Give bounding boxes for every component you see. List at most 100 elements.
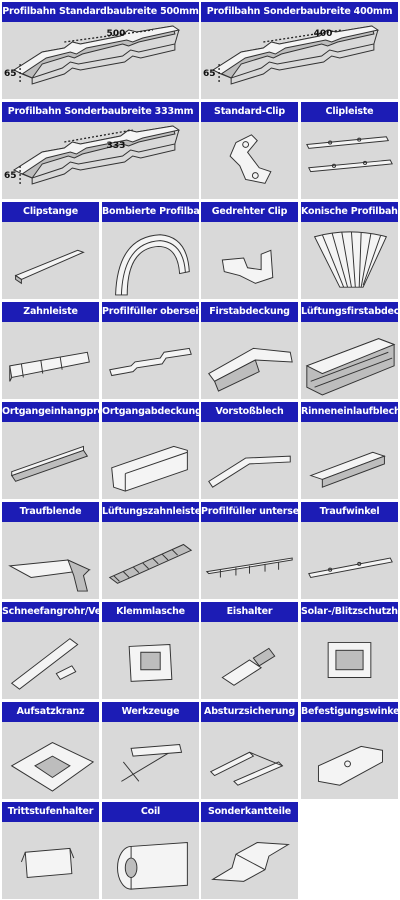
product-tile-14[interactable]: Ortgangeinhangprofil — [2, 402, 99, 499]
vented-ridge-cover-icon[interactable] — [301, 322, 398, 399]
front-sheet-icon[interactable] — [201, 422, 298, 499]
product-tile-title[interactable]: Profilbahn Standardbaubreite 500mm — [2, 2, 199, 22]
product-tile-13[interactable]: Lüftungsfirstabdeckung — [301, 302, 398, 399]
product-tile-12[interactable]: Firstabdeckung — [201, 302, 298, 399]
panel-height-value: 65 — [203, 69, 216, 79]
profile-filler-bottom-icon[interactable] — [201, 522, 298, 599]
vented-tooth-strip-icon[interactable] — [102, 522, 199, 599]
product-tile-title[interactable]: Absturzsicherung — [201, 702, 298, 722]
product-tile-title[interactable]: Traufwinkel — [301, 502, 398, 522]
fall-protection-icon[interactable] — [201, 722, 298, 799]
product-tile-28[interactable]: Absturzsicherung — [201, 702, 298, 799]
product-tile-29[interactable]: Befestigungswinkel — [301, 702, 398, 799]
product-tile-32[interactable]: Sonderkantteile — [201, 802, 298, 899]
product-tile-27[interactable]: Werkzeuge — [102, 702, 199, 799]
panel-height-value: 65 — [4, 171, 17, 181]
profile-filler-top-icon[interactable] — [102, 322, 199, 399]
product-tile-title[interactable]: Standard-Clip — [201, 102, 298, 122]
product-tile-title[interactable]: Aufsatzkranz — [2, 702, 99, 722]
tooth-strip-icon[interactable] — [2, 322, 99, 399]
clip-strip-icon[interactable] — [301, 122, 398, 199]
product-tile-3[interactable]: Profilbahn Sonderbaubreite 333mm 333 65 — [2, 102, 199, 199]
product-tile-19[interactable]: Lüftungszahnleiste — [102, 502, 199, 599]
product-tile-10[interactable]: Zahnleiste — [2, 302, 99, 399]
solar-lightning-holder-icon[interactable] — [301, 622, 398, 699]
product-tile-1[interactable]: Profilbahn Standardbaubreite 500mm 500 6… — [2, 2, 199, 99]
product-tile-18[interactable]: Traufblende — [2, 502, 99, 599]
product-tile-title[interactable]: Lüftungsfirstabdeckung — [301, 302, 398, 322]
special-folded-parts-icon[interactable] — [201, 822, 298, 899]
product-tile-title[interactable]: Trittstufenhalter — [2, 802, 99, 822]
product-tile-17[interactable]: Rinneneinlaufblech — [301, 402, 398, 499]
panel-width-value: 400 — [314, 29, 333, 39]
product-tile-title[interactable]: Profilbahn Sonderbaubreite 333mm — [2, 102, 199, 122]
product-tile-title[interactable]: Profilfüller oberseitig — [102, 302, 199, 322]
product-tile-4[interactable]: Standard-Clip — [201, 102, 298, 199]
panel-height-value: 65 — [4, 69, 17, 79]
snow-guard-tube-icon[interactable] — [2, 622, 99, 699]
roof-panel-333-icon[interactable]: 333 65 — [2, 122, 199, 199]
product-tile-20[interactable]: Profilfüller unterseitig — [201, 502, 298, 599]
product-tile-title[interactable]: Ortgangeinhangprofil — [2, 402, 99, 422]
product-tile-title[interactable]: Coil — [102, 802, 199, 822]
product-tile-15[interactable]: Ortgangabdeckung — [102, 402, 199, 499]
product-tile-25[interactable]: Solar-/Blitzschutzhalter — [301, 602, 398, 699]
product-tile-30[interactable]: Trittstufenhalter — [2, 802, 99, 899]
ice-holder-icon[interactable] — [201, 622, 298, 699]
step-holder-icon[interactable] — [2, 822, 99, 899]
product-tile-7[interactable]: Bombierte Profilbahn — [102, 202, 199, 299]
coil-icon[interactable] — [102, 822, 199, 899]
product-tile-26[interactable]: Aufsatzkranz — [2, 702, 99, 799]
twisted-clip-icon[interactable] — [201, 222, 298, 299]
product-tile-title[interactable]: Sonderkantteile — [201, 802, 298, 822]
mounting-collar-icon[interactable] — [2, 722, 99, 799]
product-tile-21[interactable]: Traufwinkel — [301, 502, 398, 599]
verge-hanger-profile-icon[interactable] — [2, 422, 99, 499]
product-tile-title[interactable]: Profilbahn Sonderbaubreite 400mm — [201, 2, 398, 22]
product-tile-31[interactable]: Coil — [102, 802, 199, 899]
product-tile-title[interactable]: Bombierte Profilbahn — [102, 202, 199, 222]
roof-panel-500-icon[interactable]: 500 65 — [2, 22, 199, 99]
product-tile-9[interactable]: Konische Profilbahn — [301, 202, 398, 299]
roof-panel-400-icon[interactable]: 400 65 — [201, 22, 398, 99]
product-tile-8[interactable]: Gedrehter Clip — [201, 202, 298, 299]
product-tile-23[interactable]: Klemmlasche — [102, 602, 199, 699]
gutter-inlet-sheet-icon[interactable] — [301, 422, 398, 499]
ridge-cover-icon[interactable] — [201, 322, 298, 399]
conical-panel-icon[interactable] — [301, 222, 398, 299]
product-tile-title[interactable]: Zahnleiste — [2, 302, 99, 322]
product-tile-title[interactable]: Schneefangrohr/Verbinder — [2, 602, 99, 622]
product-tile-title[interactable]: Solar-/Blitzschutzhalter — [301, 602, 398, 622]
product-tile-title[interactable]: Befestigungswinkel — [301, 702, 398, 722]
eaves-angle-icon[interactable] — [301, 522, 398, 599]
product-tile-title[interactable]: Lüftungszahnleiste — [102, 502, 199, 522]
product-tile-title[interactable]: Klemmlasche — [102, 602, 199, 622]
product-tile-title[interactable]: Rinneneinlaufblech — [301, 402, 398, 422]
product-tile-title[interactable]: Eishalter — [201, 602, 298, 622]
product-tile-title[interactable]: Ortgangabdeckung — [102, 402, 199, 422]
product-tile-16[interactable]: Vorstoßblech — [201, 402, 298, 499]
product-tile-24[interactable]: Eishalter — [201, 602, 298, 699]
clamp-tab-icon[interactable] — [102, 622, 199, 699]
product-tile-title[interactable]: Clipstange — [2, 202, 99, 222]
product-tile-title[interactable]: Clipleiste — [301, 102, 398, 122]
product-tile-title[interactable]: Firstabdeckung — [201, 302, 298, 322]
product-tile-title[interactable]: Werkzeuge — [102, 702, 199, 722]
product-tile-title[interactable]: Konische Profilbahn — [301, 202, 398, 222]
curved-panel-icon[interactable] — [102, 222, 199, 299]
verge-cover-icon[interactable] — [102, 422, 199, 499]
product-tile-title[interactable]: Vorstoßblech — [201, 402, 298, 422]
tools-icon[interactable] — [102, 722, 199, 799]
standard-clip-icon[interactable] — [201, 122, 298, 199]
clip-bar-icon[interactable] — [2, 222, 99, 299]
product-tile-5[interactable]: Clipleiste — [301, 102, 398, 199]
product-tile-title[interactable]: Gedrehter Clip — [201, 202, 298, 222]
product-tile-title[interactable]: Traufblende — [2, 502, 99, 522]
product-tile-2[interactable]: Profilbahn Sonderbaubreite 400mm 400 65 — [201, 2, 398, 99]
product-tile-11[interactable]: Profilfüller oberseitig — [102, 302, 199, 399]
product-tile-22[interactable]: Schneefangrohr/Verbinder — [2, 602, 99, 699]
eaves-trim-icon[interactable] — [2, 522, 99, 599]
product-tile-title[interactable]: Profilfüller unterseitig — [201, 502, 298, 522]
product-tile-6[interactable]: Clipstange — [2, 202, 99, 299]
fastening-bracket-icon[interactable] — [301, 722, 398, 799]
